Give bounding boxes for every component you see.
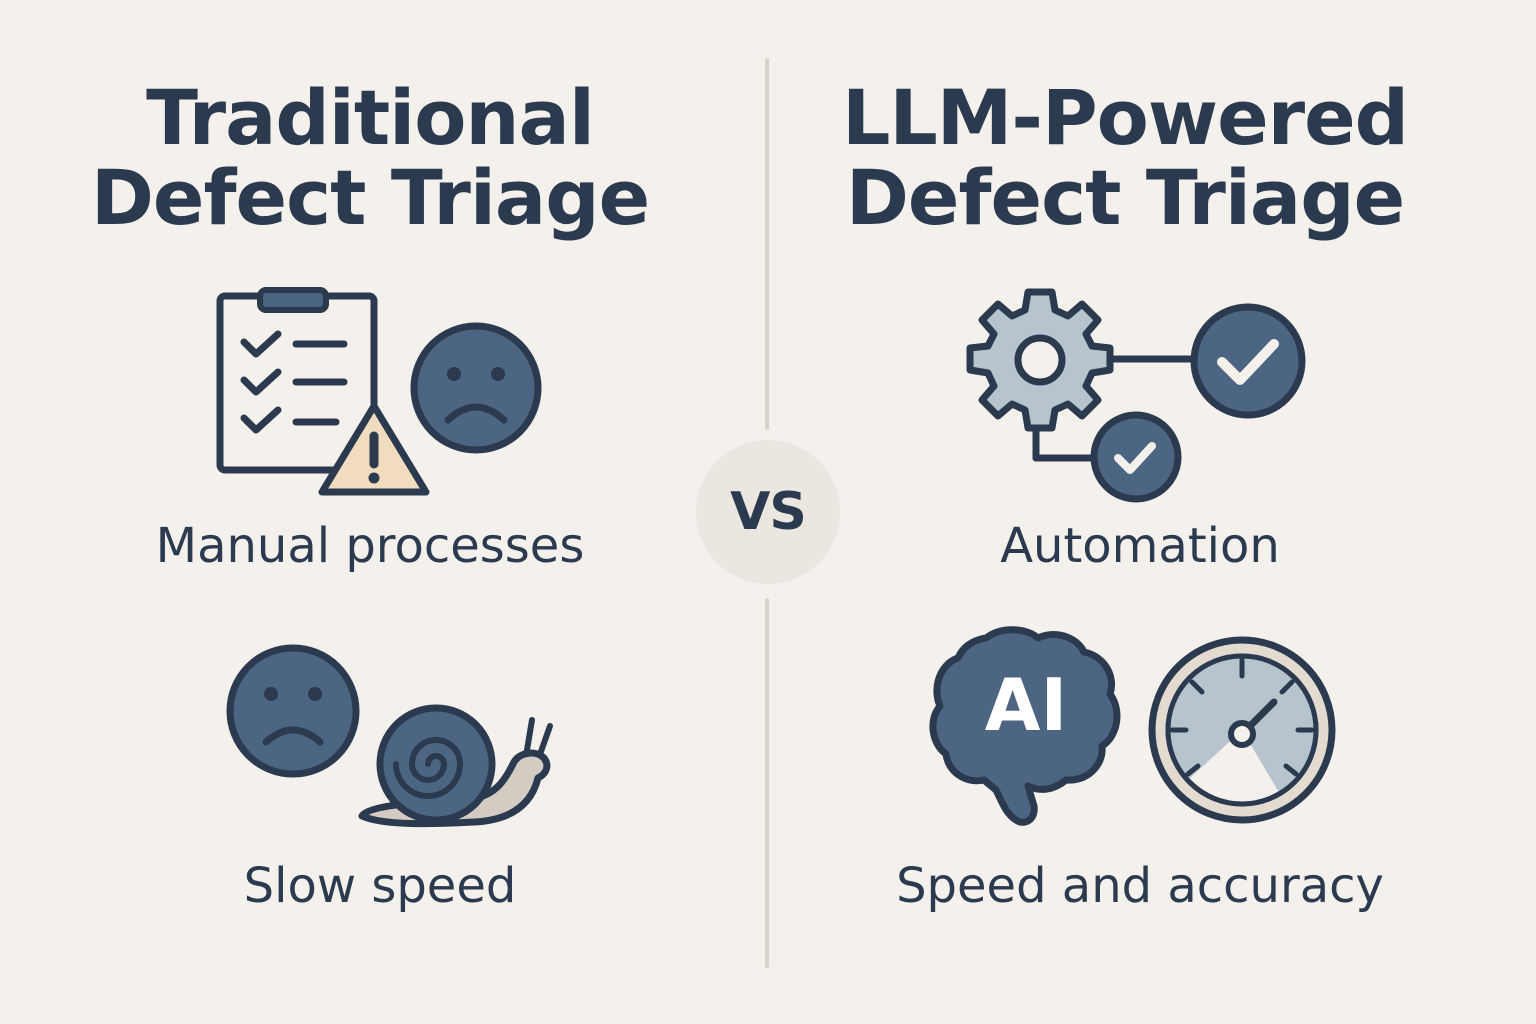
check-circle-icon — [1190, 303, 1306, 419]
snail-icon — [358, 704, 553, 828]
automation-caption: Automation — [1000, 518, 1280, 574]
clipboard-checklist-icon — [216, 287, 378, 474]
manual-processes-caption: Manual processes — [155, 518, 585, 574]
slow-speed-caption: Slow speed — [243, 858, 517, 914]
llm-title: LLM-Powered Defect Triage — [820, 78, 1430, 238]
vs-label: VS — [730, 482, 807, 542]
center-divider-top — [765, 58, 769, 430]
check-circle-icon — [1090, 411, 1182, 503]
sad-face-icon — [410, 322, 542, 454]
speedometer-icon — [1148, 636, 1336, 824]
traditional-title: Traditional Defect Triage — [90, 78, 650, 238]
vs-badge: VS — [696, 440, 840, 584]
llm-title-line2: Defect Triage — [845, 153, 1405, 242]
connector-line — [1108, 355, 1196, 363]
speed-accuracy-caption: Speed and accuracy — [896, 858, 1384, 914]
traditional-title-line1: Traditional — [146, 73, 595, 162]
warning-triangle-icon — [318, 402, 430, 496]
center-divider-bottom — [765, 598, 769, 968]
ai-brain-icon: AI — [929, 626, 1121, 826]
sad-face-icon — [226, 644, 360, 778]
traditional-title-line2: Defect Triage — [90, 153, 650, 242]
ai-label: AI — [985, 663, 1068, 747]
gear-icon — [966, 288, 1114, 462]
llm-title-line1: LLM-Powered — [841, 73, 1409, 162]
